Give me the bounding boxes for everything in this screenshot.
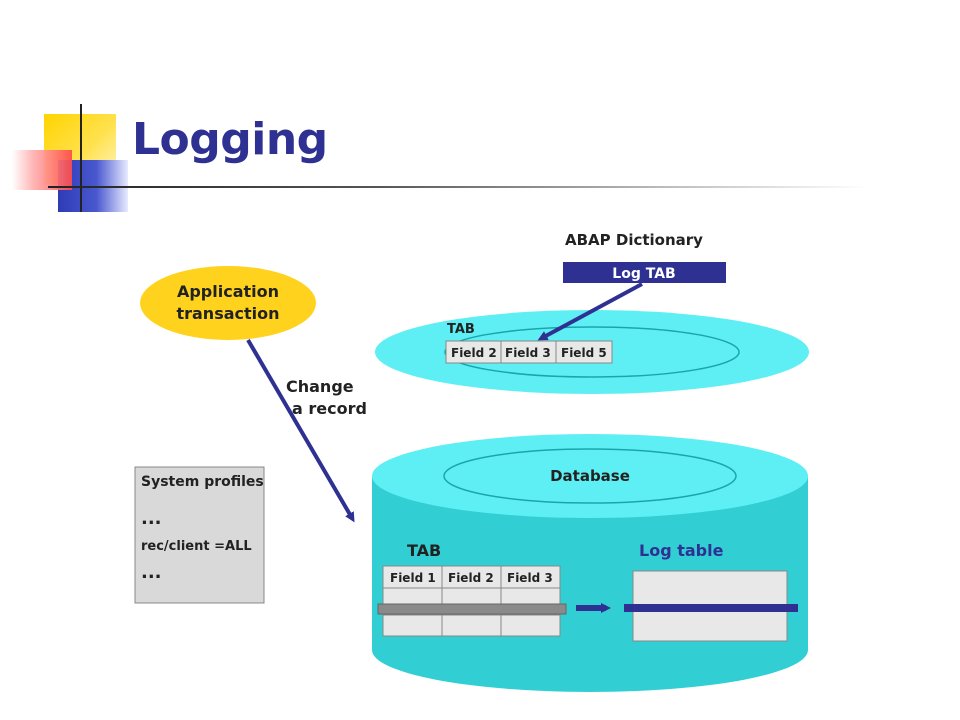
decor-red-bar — [12, 150, 72, 190]
top-tab-label: TAB — [447, 322, 475, 337]
db-field-3: Field 3 — [507, 571, 553, 585]
abap-dictionary-title: ABAP Dictionary — [565, 231, 703, 249]
system-profiles-dots-1: ... — [141, 508, 162, 529]
log-table-label: Log table — [639, 541, 724, 560]
log-tab-arrow — [537, 282, 643, 341]
top-field-3: Field 3 — [505, 346, 551, 360]
page-title: Logging — [132, 114, 328, 165]
db-field-table: Field 1 Field 2 Field 3 — [377, 565, 567, 637]
log-tab-label: Log TAB — [612, 266, 675, 282]
db-field-1: Field 1 — [390, 571, 436, 585]
top-field-table: Field 2 Field 3 Field 5 — [445, 340, 613, 364]
application-label-line2: transaction — [176, 304, 279, 323]
change-label-line1: Change — [286, 377, 354, 396]
top-field-5: Field 5 — [561, 346, 607, 360]
log-table-entry-bar — [624, 604, 798, 612]
application-transaction-ellipse — [140, 266, 316, 340]
application-label-line1: Application — [177, 282, 279, 301]
change-record-arrow — [246, 338, 355, 523]
db-field-2: Field 2 — [448, 571, 494, 585]
system-profiles-param: rec/client =ALL — [141, 539, 252, 554]
change-label-line2: a record — [292, 399, 367, 418]
system-profiles-box — [134, 466, 265, 604]
title-underline — [48, 186, 868, 188]
log-tab-bar — [563, 262, 726, 283]
db-tab-label: TAB — [407, 541, 441, 560]
top-field-2: Field 2 — [451, 346, 497, 360]
database-label: Database — [550, 467, 630, 485]
system-profiles-title: System profiles — [141, 474, 264, 490]
decor-vertical-line — [80, 104, 82, 212]
tab-disc-inner-ring — [444, 326, 740, 378]
system-profiles-dots-2: ... — [141, 562, 162, 583]
